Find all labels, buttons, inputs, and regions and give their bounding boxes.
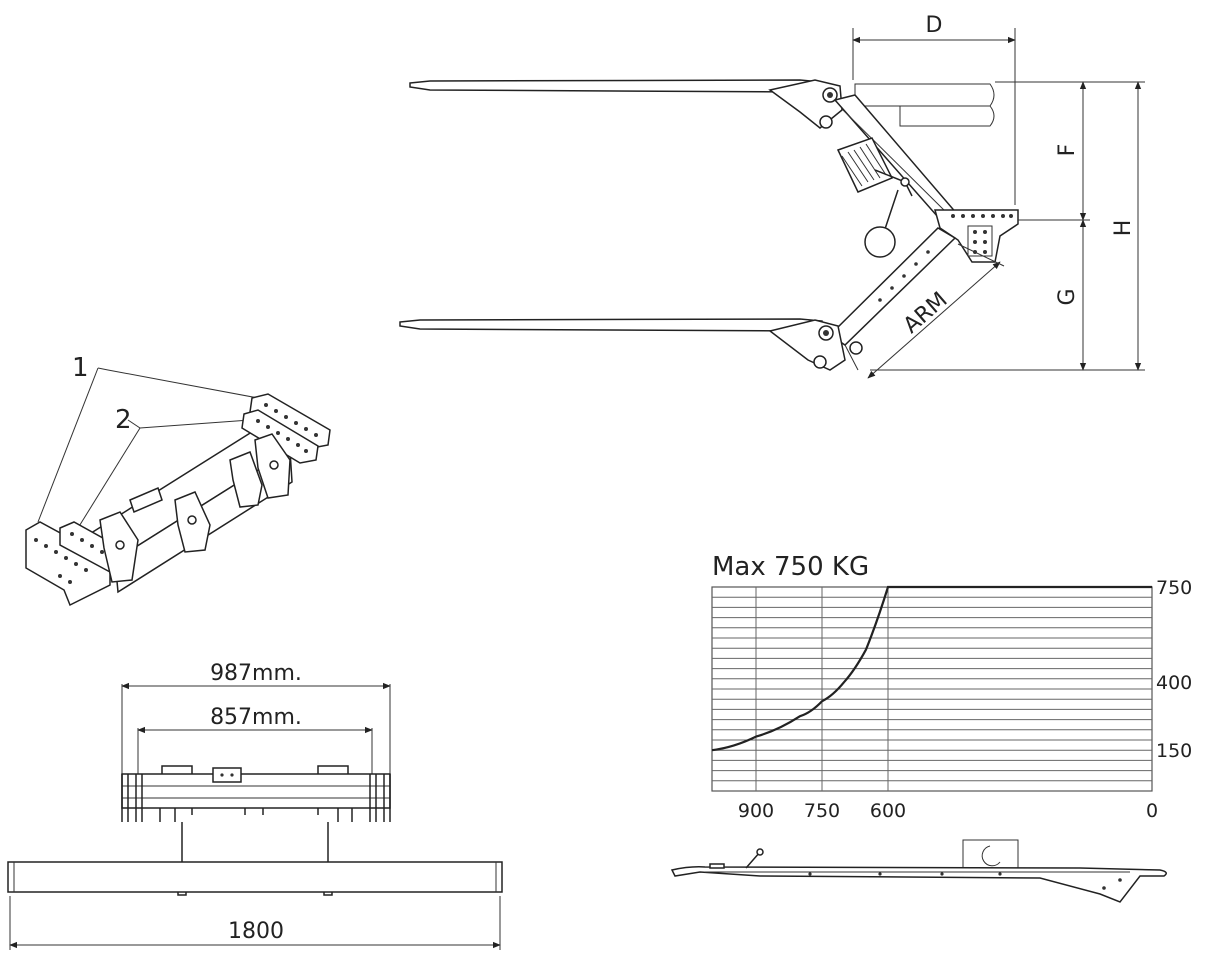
fork-tine-top [670, 866, 1167, 903]
chart-x-tick-label: 900 [738, 800, 774, 822]
dim-label-d: D [926, 13, 943, 38]
chart-y-tick-label: 400 [1156, 672, 1192, 694]
hydraulic-cylinder [836, 137, 913, 197]
dim-label-arm: ARM [899, 287, 953, 338]
chart-x-tick-label: 600 [870, 800, 906, 822]
chart-ticks: 900 750 600 0 750 400 150 [738, 577, 1192, 822]
dimension-lines [852, 28, 1145, 379]
capacity-curve [711, 585, 1152, 752]
chart-grid [712, 587, 1152, 791]
counterweight-ball [864, 226, 896, 258]
front-main-beam [7, 861, 503, 893]
capacity-chart: Max 750 KG 900 750 600 0 750 400 150 [711, 552, 1192, 822]
chart-y-tick-label: 750 [1156, 577, 1192, 599]
side-view: D F G H ARM [399, 13, 1145, 379]
carriage-frame [121, 773, 391, 809]
dim-outer-width: 987mm. [210, 661, 302, 686]
chart-heading: Max 750 KG [712, 552, 869, 582]
callout-2: 2 [115, 405, 132, 435]
dim-label-f: F [1055, 144, 1080, 157]
chart-x-tick-label: 750 [804, 800, 840, 822]
chart-x-tick-label: 0 [1146, 800, 1158, 822]
iso-right-plates [241, 393, 331, 464]
dim-beam-length: 1800 [228, 919, 284, 944]
dim-label-g: G [1055, 288, 1080, 305]
chart-y-tick-label: 150 [1156, 740, 1192, 762]
dim-inner-width: 857mm. [210, 705, 302, 730]
dim-label-h: H [1111, 220, 1136, 237]
fork-top-view [670, 839, 1167, 903]
front-view: 987mm. 857mm. [7, 661, 503, 950]
iso-view: 1 2 [25, 353, 331, 607]
upper-fork-tine [409, 79, 823, 93]
pallet-load [854, 83, 995, 107]
lower-fork-tine [399, 318, 823, 332]
lower-fork-heel [768, 319, 846, 371]
callout-1: 1 [72, 353, 89, 383]
